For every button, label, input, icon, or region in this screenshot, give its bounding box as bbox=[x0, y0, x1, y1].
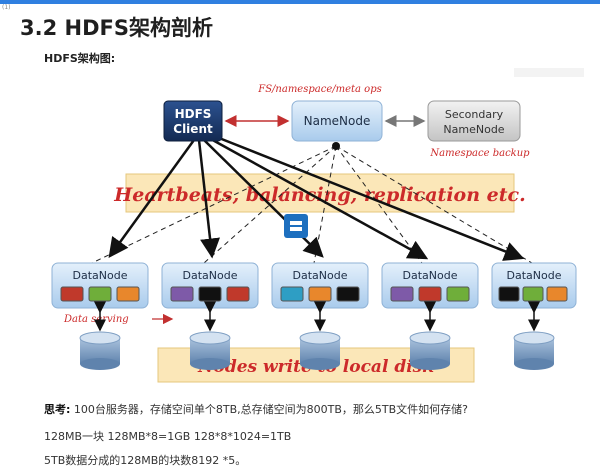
heartbeat-banner bbox=[125, 173, 515, 213]
watermark-strip bbox=[514, 68, 584, 77]
page-title: 3.2 HDFS架构剖析 bbox=[20, 16, 213, 40]
corner-label: (1) bbox=[2, 4, 11, 11]
client-label-line2: Client bbox=[173, 122, 213, 136]
think-body: 100台服务器，存储空间单个8TB,总存储空间为800TB，那么5TB文件如何存… bbox=[73, 403, 469, 416]
datanode-1: DataNode bbox=[51, 262, 149, 309]
datanode-label: DataNode bbox=[183, 269, 238, 282]
disk-3 bbox=[299, 331, 341, 370]
datanode-label: DataNode bbox=[403, 269, 458, 282]
disk-4 bbox=[409, 331, 451, 370]
datanode-label: DataNode bbox=[293, 269, 348, 282]
data-block bbox=[418, 286, 442, 302]
disk-2 bbox=[189, 331, 231, 370]
data-block bbox=[198, 286, 222, 302]
data-serving-label: Data serving bbox=[63, 314, 129, 325]
fs-ops-label: FS/namespace/meta ops bbox=[257, 84, 381, 95]
watermark-logo bbox=[284, 214, 308, 238]
data-block bbox=[60, 286, 84, 302]
datanode-5: DataNode bbox=[491, 262, 577, 309]
calc-line-2: 5TB数据分成的128MB的块数8192 *5。 bbox=[44, 454, 247, 467]
data-block bbox=[522, 286, 544, 302]
think-label: 思考: bbox=[44, 403, 71, 416]
client-data-links bbox=[108, 134, 525, 261]
namenode-label: NameNode bbox=[304, 114, 371, 128]
data-block bbox=[88, 286, 112, 302]
datanode-4: DataNode bbox=[381, 262, 479, 309]
hdfs-architecture-diagram: Heartbeats, balancing, replication etc. … bbox=[51, 68, 584, 383]
data-block bbox=[336, 286, 360, 302]
data-block bbox=[308, 286, 332, 302]
hdfs-client-box bbox=[163, 100, 223, 142]
data-block bbox=[170, 286, 194, 302]
datanode-label: DataNode bbox=[73, 269, 128, 282]
data-block bbox=[446, 286, 470, 302]
heartbeat-banner-text: Heartbeats, balancing, replication etc. bbox=[113, 184, 525, 206]
data-block bbox=[498, 286, 520, 302]
secondary-label-line2: NameNode bbox=[443, 123, 504, 136]
namespace-backup-label: Namespace backup bbox=[429, 148, 530, 159]
client-label-line1: HDFS bbox=[175, 107, 212, 121]
disk-links bbox=[94, 301, 540, 332]
datanode-label: DataNode bbox=[507, 269, 562, 282]
top-accent-bar bbox=[0, 0, 600, 4]
namenode-box bbox=[291, 100, 383, 142]
data-block bbox=[280, 286, 304, 302]
think-paragraph: 思考: 100台服务器，存储空间单个8TB,总存储空间为800TB，那么5TB文… bbox=[44, 401, 468, 417]
datanode-2: DataNode bbox=[161, 262, 259, 309]
data-block bbox=[546, 286, 568, 302]
calc-line-1: 128MB一块 128MB*8=1GB 128*8*1024=1TB bbox=[44, 430, 292, 443]
section-label: HDFS架构图: bbox=[44, 52, 116, 65]
data-block bbox=[226, 286, 250, 302]
data-block bbox=[390, 286, 414, 302]
data-block bbox=[116, 286, 140, 302]
disk-1 bbox=[79, 331, 121, 370]
namenode-hub bbox=[332, 142, 340, 150]
datanode-3: DataNode bbox=[271, 262, 369, 309]
disk-5 bbox=[513, 331, 555, 370]
secondary-namenode-box bbox=[427, 100, 521, 142]
secondary-label-line1: Secondary bbox=[445, 108, 504, 121]
